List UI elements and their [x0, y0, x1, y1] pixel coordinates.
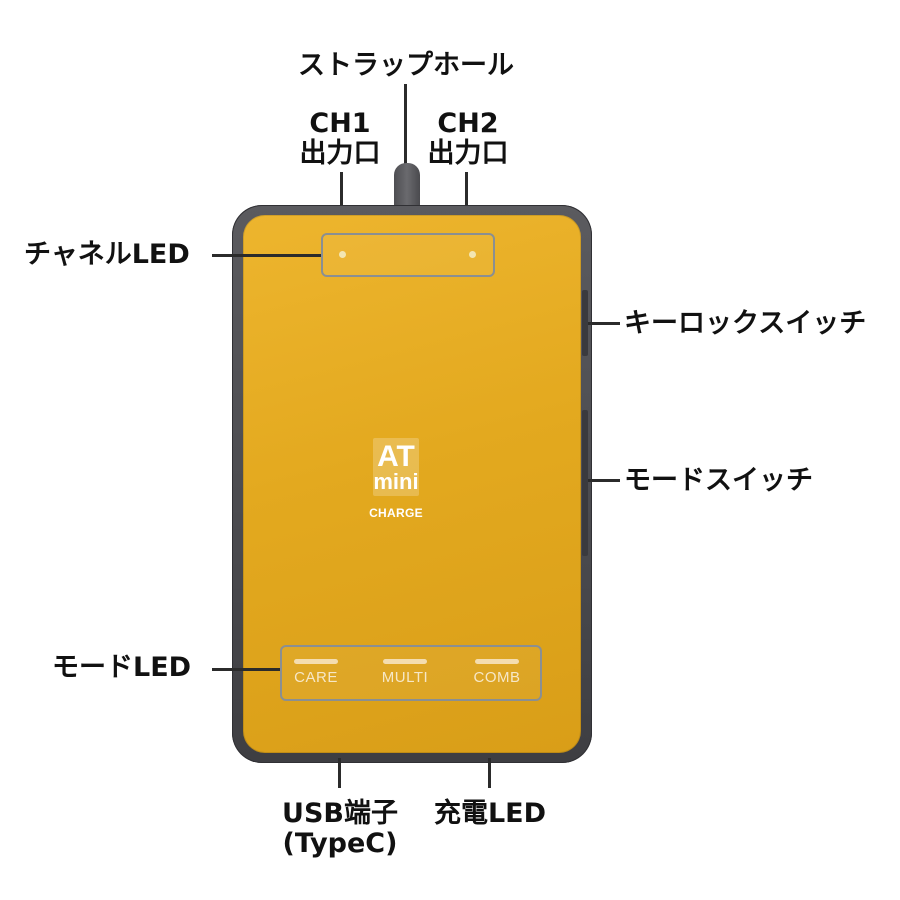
- logo-panel: [373, 438, 419, 496]
- mode-led-leader-line: [212, 668, 280, 671]
- usb-port-leader-line: [338, 758, 341, 788]
- mode-led-care-label: CARE: [294, 669, 338, 686]
- mode-led-multi-label: MULTI: [381, 669, 429, 686]
- charger-device: [232, 205, 592, 763]
- brand-logo: AT mini CHARGE: [364, 438, 452, 534]
- mode-led-box: [280, 645, 542, 701]
- mode-switch-leader-line: [588, 479, 620, 482]
- ch2-label-line2: 出力口: [427, 138, 509, 169]
- usb-port-label-line2: (TypeC): [282, 828, 398, 859]
- ch2-label-line1: CH2: [437, 108, 499, 139]
- logo-charge: CHARGE: [369, 506, 423, 520]
- channel-led-label: チャネルLED: [24, 239, 190, 270]
- mode-led-comb: [475, 659, 519, 664]
- ch1-label-line1: CH1: [309, 108, 371, 139]
- strap-hole-label: ストラップホール: [298, 50, 514, 81]
- channel-led-leader-line: [212, 254, 321, 257]
- mode-led-multi: [383, 659, 427, 664]
- key-lock-switch-label: キーロックスイッチ: [624, 308, 867, 339]
- channel-led-2: [469, 251, 476, 258]
- key-lock-leader-line: [588, 322, 620, 325]
- charge-led-leader-line: [488, 758, 491, 788]
- mode-led-care: [294, 659, 338, 664]
- ch1-label-line2: 出力口: [299, 138, 381, 169]
- mode-switch: [582, 410, 588, 556]
- mode-led-comb-label: COMB: [473, 669, 521, 686]
- mode-led-label: モードLED: [52, 652, 192, 683]
- ch2-leader-line: [465, 172, 468, 206]
- strap-hole-leader-line: [404, 84, 407, 166]
- mode-switch-label: モードスイッチ: [624, 465, 813, 496]
- key-lock-switch: [582, 290, 588, 356]
- charge-led-label: 充電LED: [433, 798, 547, 829]
- channel-led-box: [321, 233, 495, 277]
- logo-at: AT: [377, 440, 415, 473]
- channel-led-1: [339, 251, 346, 258]
- ch1-leader-line: [340, 172, 343, 206]
- logo-mini: mini: [373, 469, 419, 494]
- usb-port-label-line1: USB端子: [282, 798, 398, 829]
- strap-hole: [394, 163, 420, 207]
